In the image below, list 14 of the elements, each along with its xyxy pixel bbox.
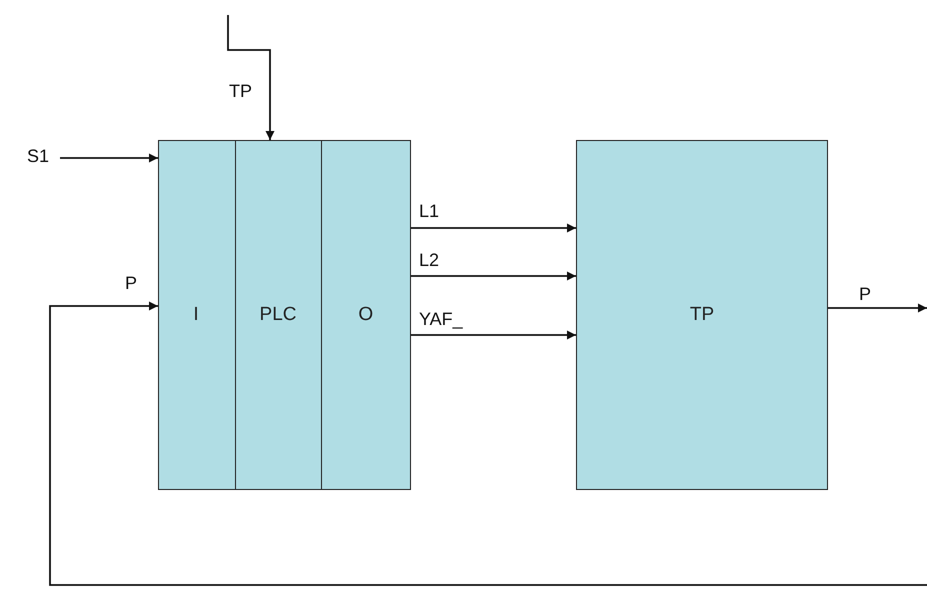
block-label: I [193, 304, 199, 326]
arrow [410, 224, 576, 232]
process-box [576, 140, 828, 490]
block-label: O [358, 304, 374, 326]
arrow [828, 304, 927, 312]
arrow [410, 330, 576, 340]
arrow [410, 272, 576, 280]
arrow [49, 302, 927, 586]
controller-block [158, 140, 410, 490]
block-label: PLC [260, 304, 296, 326]
arrow [60, 154, 158, 162]
signal-label: YAF_ [418, 310, 464, 330]
arrow [227, 15, 274, 140]
block-label: TP [690, 304, 714, 326]
